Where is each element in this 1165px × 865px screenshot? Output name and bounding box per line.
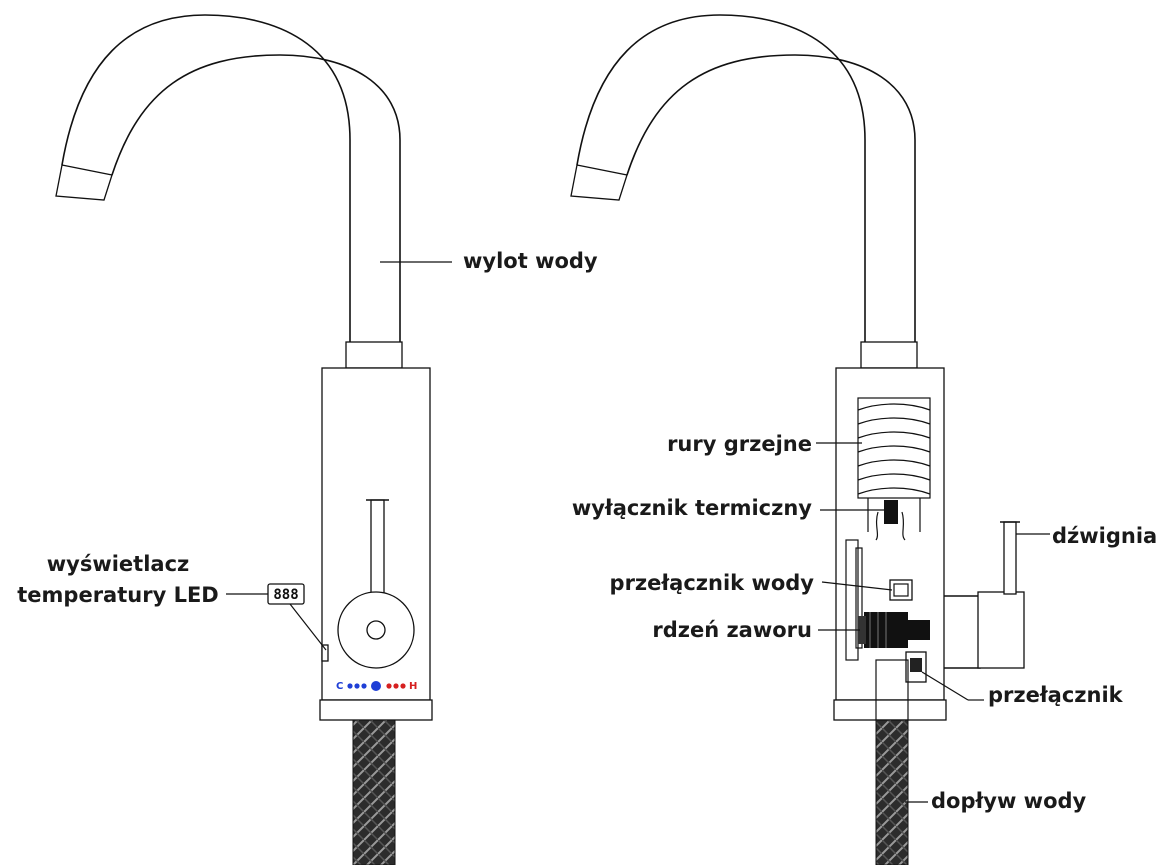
left-lever-hub	[366, 620, 386, 640]
right-spout-inner	[626, 54, 916, 342]
label-valve-core: rdzeń zaworu	[652, 618, 812, 642]
left-lever	[370, 499, 385, 601]
left-spout-outer	[61, 14, 351, 342]
label-water-switch: przełącznik wody	[610, 571, 815, 595]
label-lever: dźwignia	[1052, 524, 1157, 548]
lever	[1003, 521, 1017, 595]
led-display: 888	[267, 583, 305, 605]
label-water-outlet: wylot wody	[463, 249, 598, 273]
right-spout-outer	[576, 14, 866, 342]
left-side-bump	[321, 644, 329, 662]
right-faucet	[570, 14, 1050, 865]
temperature-indicator: C H	[336, 681, 417, 692]
hot-label: H	[409, 681, 417, 692]
left-base	[319, 699, 433, 721]
leader-led-display	[289, 603, 327, 651]
led-display-digits: 888	[273, 587, 298, 603]
thermal-switch	[884, 500, 898, 524]
left-spout-tip	[55, 164, 113, 201]
micro-switch	[905, 651, 927, 683]
right-collar	[860, 341, 918, 369]
right-hose	[875, 719, 909, 865]
left-hose	[352, 719, 396, 865]
left-collar	[345, 341, 403, 369]
label-led-display-line1: wyświetlacz	[47, 552, 190, 576]
label-switch: przełącznik	[988, 683, 1124, 707]
leader-switch	[921, 671, 969, 701]
left-spout-inner	[111, 54, 401, 342]
left-faucet: 888 C H	[55, 14, 452, 865]
label-water-inlet: dopływ wody	[931, 789, 1087, 813]
valve-core	[858, 612, 930, 648]
right-base	[833, 699, 947, 721]
inner-channel	[845, 539, 859, 661]
heating-coil	[857, 397, 931, 532]
lever-housing	[944, 595, 981, 669]
label-heating-pipes: rury grzejne	[667, 432, 812, 456]
label-thermal-switch: wyłącznik termiczny	[572, 496, 812, 520]
label-led-display-line2: temperatury LED	[17, 583, 218, 607]
right-spout-tip	[570, 164, 628, 201]
leader-water-switch	[821, 581, 893, 591]
cold-label: C	[336, 681, 343, 692]
lever-block	[977, 591, 1025, 669]
water-switch	[889, 579, 913, 601]
